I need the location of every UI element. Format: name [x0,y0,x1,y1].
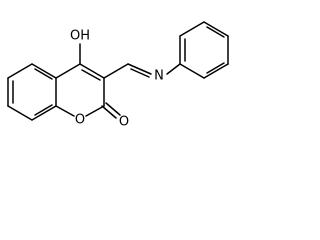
bond [31,105,57,121]
bond [203,21,229,37]
bond [101,105,117,119]
structure-canvas: OH N O O [7,21,229,130]
bond [103,63,129,79]
bond [55,63,81,79]
hydroxyl-label: OH [70,29,90,44]
bond [85,105,105,117]
bond [55,105,75,117]
bond [31,63,57,79]
double-bond-inner [34,104,53,116]
bond [203,63,229,79]
double-bond-inner [206,62,225,74]
bond [79,63,105,79]
double-bond-inner [130,68,150,78]
bond [105,102,121,116]
carbonyl-group [101,102,121,119]
bond [127,63,152,75]
bond [7,105,33,121]
bond [179,21,205,37]
bond [179,63,205,79]
bond [7,63,33,79]
imine-linker [103,63,181,79]
phenyl-ring [179,21,229,79]
pyranone-ring [55,63,105,117]
carbonyl-oxygen-label: O [119,115,129,130]
benzo-ring [7,63,57,121]
bond [166,63,181,75]
imine-nitrogen-label: N [154,69,164,84]
double-bond-inner [206,26,225,38]
double-bond-inner [34,68,53,80]
double-bond-inner [81,69,101,81]
chemical-structure-diagram: OH N O O [7,21,229,130]
ring-oxygen-label: O [75,113,85,128]
